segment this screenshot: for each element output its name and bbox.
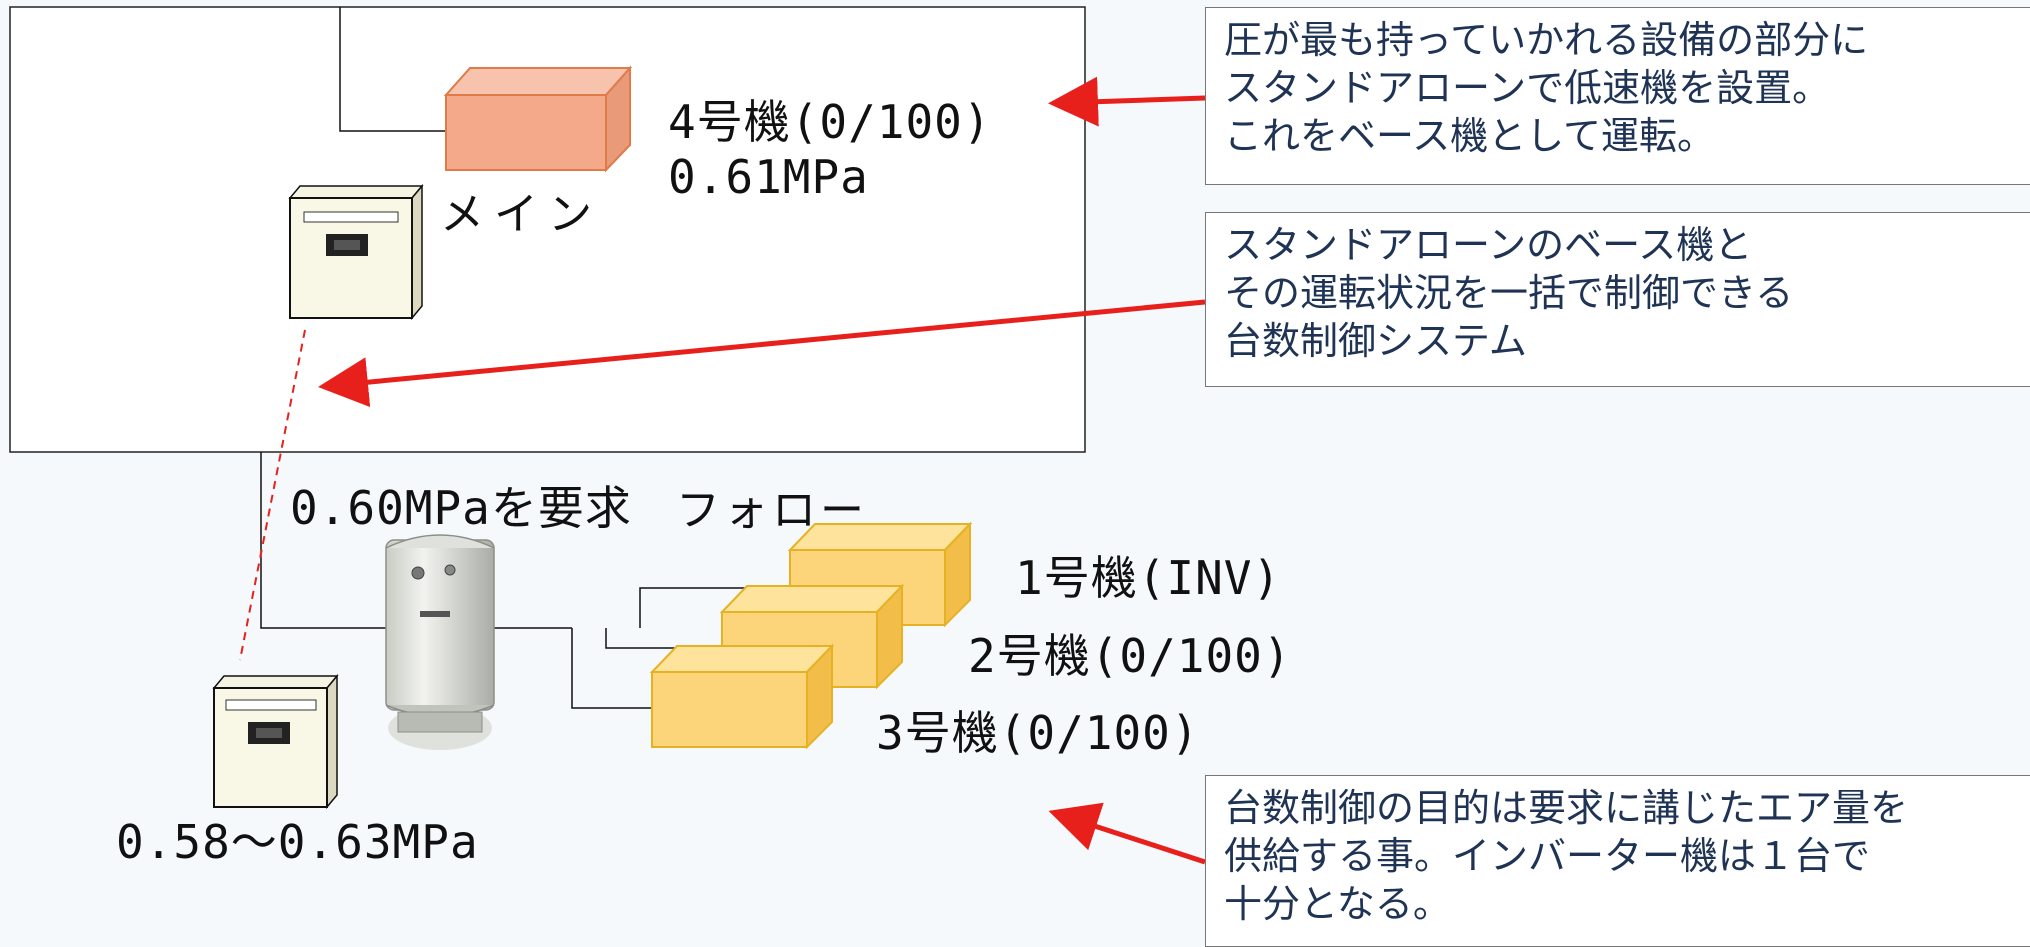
follow-label: フォロー (676, 485, 868, 536)
unit3-label: 3号機(0/100) (876, 706, 1200, 760)
unit4-pressure: 0.61MPa (668, 150, 869, 204)
note-line: スタンドアローンで低速機を設置。 (1224, 66, 1831, 110)
arrow-note1 (1048, 76, 1206, 127)
note-line: 圧が最も持っていかれる設備の部分に (1224, 18, 1869, 62)
note-line: スタンドアローンのベース機と (1224, 223, 1753, 267)
note-base-machine: 圧が最も持っていかれる設備の部分に スタンドアローンで低速機を設置。 これをベー… (1205, 7, 2030, 185)
arrow-note3 (1048, 802, 1206, 865)
note-line: 台数制御システム (1224, 319, 1527, 363)
unit1-label: 1号機(INV) (1015, 551, 1282, 605)
note-line: 十分となる。 (1224, 882, 1451, 926)
unit4-label: 4号機(0/100) (668, 95, 992, 149)
note-control-system: スタンドアローンのベース機と その運転状況を一括で制御できる 台数制御システム (1205, 212, 2030, 387)
piping (260, 7, 790, 709)
note-line: 供給する事。インバーター機は１台で (1224, 834, 1871, 878)
air-tank (385, 534, 495, 750)
note-purpose: 台数制御の目的は要求に講じたエア量を 供給する事。インバーター機は１台で 十分と… (1205, 775, 2030, 947)
unit4-compressor (443, 65, 633, 173)
local-controller-panel (212, 673, 339, 810)
unit2-label: 2号機(0/100) (968, 629, 1292, 683)
main-controller-label: メイン (440, 189, 602, 240)
note-line: これをベース機として運転。 (1224, 114, 1715, 158)
demand-label: 0.60MPaを要求 (290, 481, 632, 535)
pressure-range-label: 0.58〜0.63MPa (116, 815, 479, 869)
main-controller-panel (288, 183, 424, 321)
signal-line (239, 329, 306, 661)
note-line: その運転状況を一括で制御できる (1224, 271, 1794, 315)
note-line: 台数制御の目的は要求に講じたエア量を (1224, 786, 1909, 830)
arrow-note2 (318, 299, 1206, 408)
unit3-compressor (649, 643, 835, 750)
